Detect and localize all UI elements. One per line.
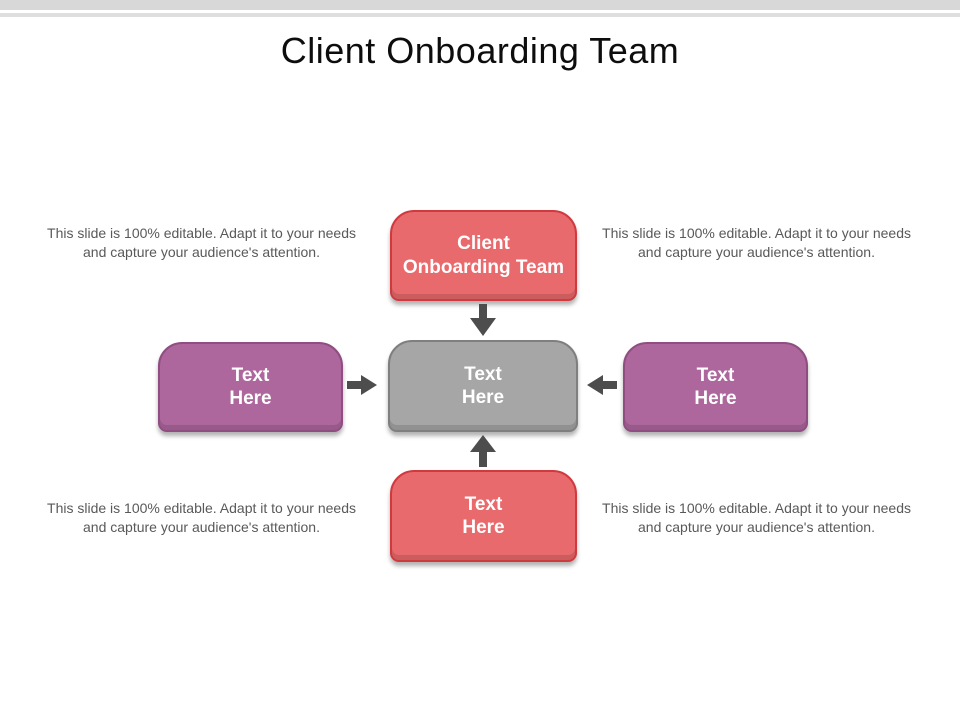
caption-bottom-right: This slide is 100% editable. Adapt it to…: [602, 500, 911, 535]
box-center-text-here: Text Here: [388, 340, 578, 432]
top-stripe-secondary: [0, 13, 960, 17]
caption-top-right: This slide is 100% editable. Adapt it to…: [602, 225, 911, 260]
box-bottom-text-here: Text Here: [390, 470, 577, 562]
arrow-down-icon: [470, 304, 496, 336]
top-stripe-primary: [0, 0, 960, 10]
arrow-right-icon: [347, 375, 377, 395]
box-left-text-here: Text Here: [158, 342, 343, 432]
caption-bottom-left: This slide is 100% editable. Adapt it to…: [47, 500, 356, 535]
arrow-left-icon: [587, 375, 617, 395]
arrow-up-icon: [470, 435, 496, 467]
caption-top-left: This slide is 100% editable. Adapt it to…: [47, 225, 356, 260]
box-client-onboarding-team: Client Onboarding Team: [390, 210, 577, 301]
page-title: Client Onboarding Team: [280, 30, 680, 71]
box-right-text-here: Text Here: [623, 342, 808, 432]
